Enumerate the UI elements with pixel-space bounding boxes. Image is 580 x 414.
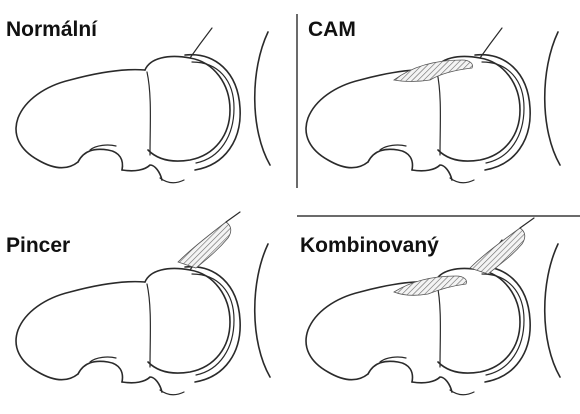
pincer-lesion-hatch <box>178 222 231 268</box>
panel-pincer: Pincer <box>6 212 270 395</box>
panel-label-pincer: Pincer <box>6 234 70 257</box>
hip-joint-cam <box>306 28 560 183</box>
hip-joint-pincer <box>16 240 270 395</box>
panel-label-cam: CAM <box>308 18 356 41</box>
panel-combined: Kombinovaný <box>300 218 560 395</box>
combined-labrum-tip <box>520 218 534 228</box>
panel-label-normal: Normální <box>6 18 98 41</box>
combined-cam-hatch <box>394 276 467 295</box>
panel-normal: Normální <box>6 18 270 183</box>
panel-label-combined: Kombinovaný <box>300 234 439 257</box>
hip-joint-combined <box>306 240 560 395</box>
combined-pincer-hatch <box>470 228 525 274</box>
panel-cam: CAM <box>306 18 560 183</box>
hip-joint-normal <box>16 28 270 183</box>
pincer-labrum-tip <box>226 212 240 222</box>
